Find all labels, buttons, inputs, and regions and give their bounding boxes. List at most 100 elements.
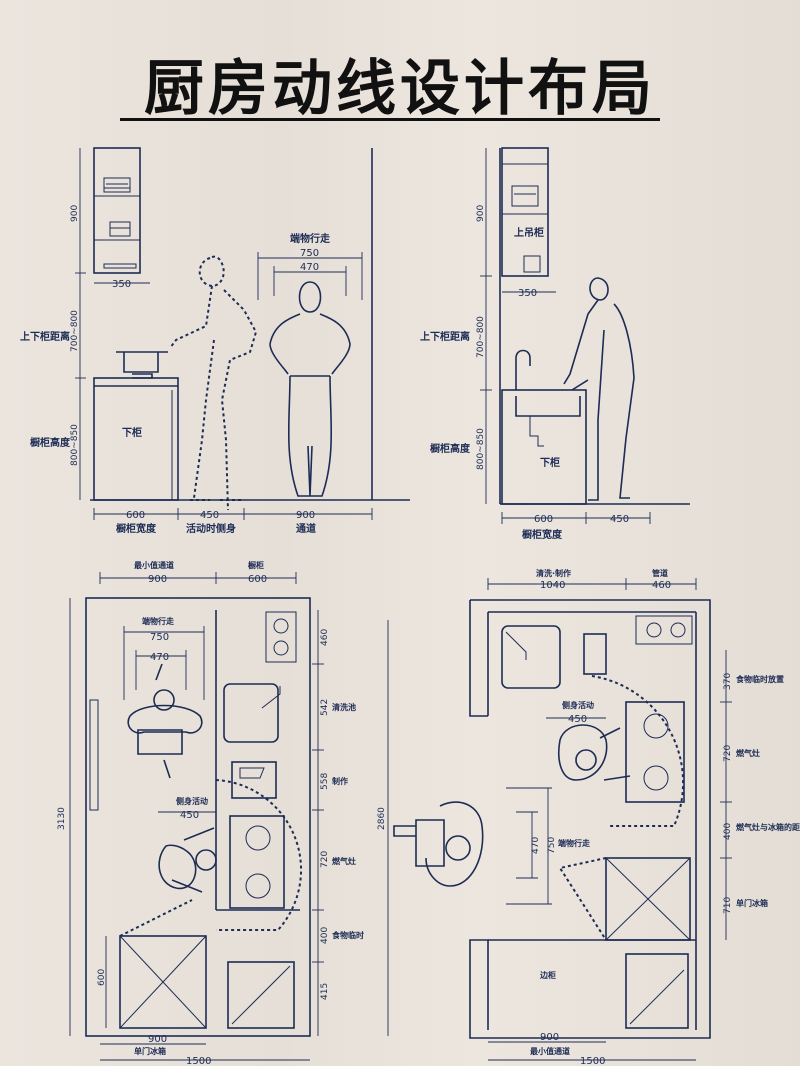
walking-person-top [127,663,203,779]
wash-prep-label: 清洗·制作 [536,568,571,578]
lower-cabinet [93,377,179,501]
sink-label: 清洗池 [332,702,356,712]
fridge-cross [119,935,207,1029]
dim-750-text: 750 [547,837,557,854]
burner-icon [643,713,669,739]
gap-label: 上下柜距离 [420,330,470,343]
swing-arc [591,675,685,827]
food-label: 食物临时放置 [736,674,784,684]
fridge-icon [119,935,207,1029]
sink-icon [501,625,561,689]
fridge-icon [605,857,691,941]
side-active-label: 侧身活动 [176,796,208,806]
dim-750-text: 750 [300,248,319,259]
cabinet-label: 橱柜 [247,560,264,570]
dim-350-text: 350 [518,288,537,299]
plate-icon [103,263,137,269]
bowls-icon [109,221,131,237]
gap-label: 上下柜距离 [20,330,70,343]
stove-label: 燃气灶 [736,748,760,758]
cooking-person-top [558,724,631,781]
walking-person-top [393,801,484,887]
upper-cabinet [93,147,141,274]
side-active-label: 侧身活动 [562,700,594,710]
dim-450-text: 450 [200,510,219,521]
knife-icon [239,767,265,779]
cook-person-dashed [169,255,258,511]
cab-depth-caption: 橱柜宽度 [522,528,563,541]
plan-right: 边柜 470 750 端物行走 侧身活动 450 清洗·制作 管道 1040 [377,568,800,1066]
seg-710-text: 710 [723,897,733,914]
bottom-900-text: 900 [540,1032,559,1043]
dim-600-text: 600 [534,514,553,525]
dim-800-850-text: 800~850 [70,424,80,466]
elevation-right: 上吊柜 下柜 900 700~800 800~850 上下柜距离 橱柜高度 35… [420,147,690,541]
swing-arc [215,779,302,931]
dim-700-800-text: 700~800 [476,316,486,358]
height-label: 橱柜高度 [430,442,471,455]
dim-470-text: 470 [300,262,319,273]
dim-900-text: 900 [70,205,80,222]
room-outline [85,597,311,1037]
side-cabinet-right [625,953,689,1029]
corner-unit [635,615,693,645]
dim-700-800-text: 700~800 [70,310,80,352]
lower-cabinet [501,389,587,505]
stove-icon [229,815,285,909]
dim-900-text: 900 [476,205,486,222]
dim-450-text: 450 [610,514,629,525]
aisle-caption: 通道 [296,522,316,535]
cabinet-diagonal [629,969,685,1025]
bottom-900-text: 900 [148,1034,167,1045]
fridge-door-swing [558,857,607,941]
pipe-label: 管道 [652,568,668,578]
dim-1040-text: 1040 [540,580,565,591]
total-2860-text: 2860 [377,807,387,830]
drain-pipe [529,416,544,447]
faucet-icon [515,349,531,390]
dim-900b-text: 900 [296,510,315,521]
dim-800-850-text: 800~850 [476,428,486,470]
standing-person [269,281,351,497]
seg-542-text: 542 [320,699,330,716]
lower-cabinet-label: 下柜 [540,456,560,469]
total-3130-text: 3130 [57,807,67,830]
active-caption: 活动时侧身 [186,522,236,535]
pot-icon [116,351,168,379]
sink-basin [515,396,581,417]
dim-350-text: 350 [112,279,131,290]
washing-person [563,277,635,501]
fridge-cross [605,857,691,941]
seg-720-text: 720 [723,745,733,762]
faucet-icon [505,631,527,660]
faucet-icon [261,686,281,709]
fridge-label: 单门冰箱 [736,898,768,908]
cutting-board [583,633,607,675]
cab-depth-caption: 橱柜宽度 [116,522,157,535]
walk-label: 端物行走 [558,838,591,848]
food-label: 食物临时 [332,930,364,940]
stove-fridge-label: 燃气灶与冰箱的距 [736,822,800,832]
min-aisle-label: 最小值通道 [134,560,174,570]
walk-label: 端物行走 [142,616,175,626]
dim-600-text: 600 [248,574,267,585]
height-label: 橱柜高度 [30,436,71,449]
dim-450-text: 450 [180,810,199,821]
seg-370-text: 370 [723,673,733,690]
burner-icon [273,640,289,656]
fridge-label: 单门冰箱 [134,1046,166,1056]
room-outline [469,599,711,1039]
seg-415-text: 415 [320,983,330,1000]
stove-icon [625,701,685,803]
upper-cabinet-label: 上吊柜 [514,226,544,239]
upper-cabinet [501,147,549,277]
prep-label: 制作 [332,776,348,786]
sink-icon [223,683,279,743]
burner-icon [245,825,271,851]
cooking-person-top [158,827,217,893]
page-title: 厨房动线设计布局 [144,54,656,124]
min-aisle-label: 最小值通道 [530,1046,570,1056]
food-temp-cabinet [227,961,295,1029]
dim-470-text: 470 [150,652,169,663]
dim-750-text: 750 [150,632,169,643]
